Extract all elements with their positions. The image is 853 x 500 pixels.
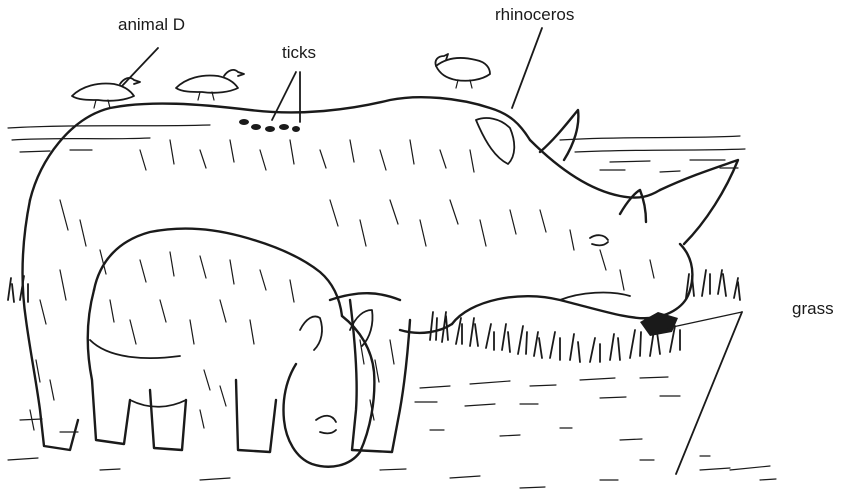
bird-animal-d-3 bbox=[435, 54, 490, 88]
ground-texture bbox=[8, 377, 776, 488]
leader-line-grass bbox=[676, 312, 742, 474]
calf-rhinoceros bbox=[88, 229, 375, 467]
leader-line-rhinoceros bbox=[512, 28, 542, 108]
ticks-cluster bbox=[239, 119, 300, 132]
label-ticks: ticks bbox=[282, 43, 316, 62]
leader-line-grass-2 bbox=[668, 312, 742, 328]
label-grass: grass bbox=[792, 299, 834, 318]
label-animal-d: animal D bbox=[118, 15, 185, 34]
horizon-lines bbox=[8, 125, 745, 172]
bird-animal-d-2 bbox=[176, 70, 244, 100]
leader-line-animal-d bbox=[122, 48, 158, 86]
label-rhinoceros: rhinoceros bbox=[495, 5, 574, 24]
bird-animal-d-1 bbox=[72, 78, 140, 108]
